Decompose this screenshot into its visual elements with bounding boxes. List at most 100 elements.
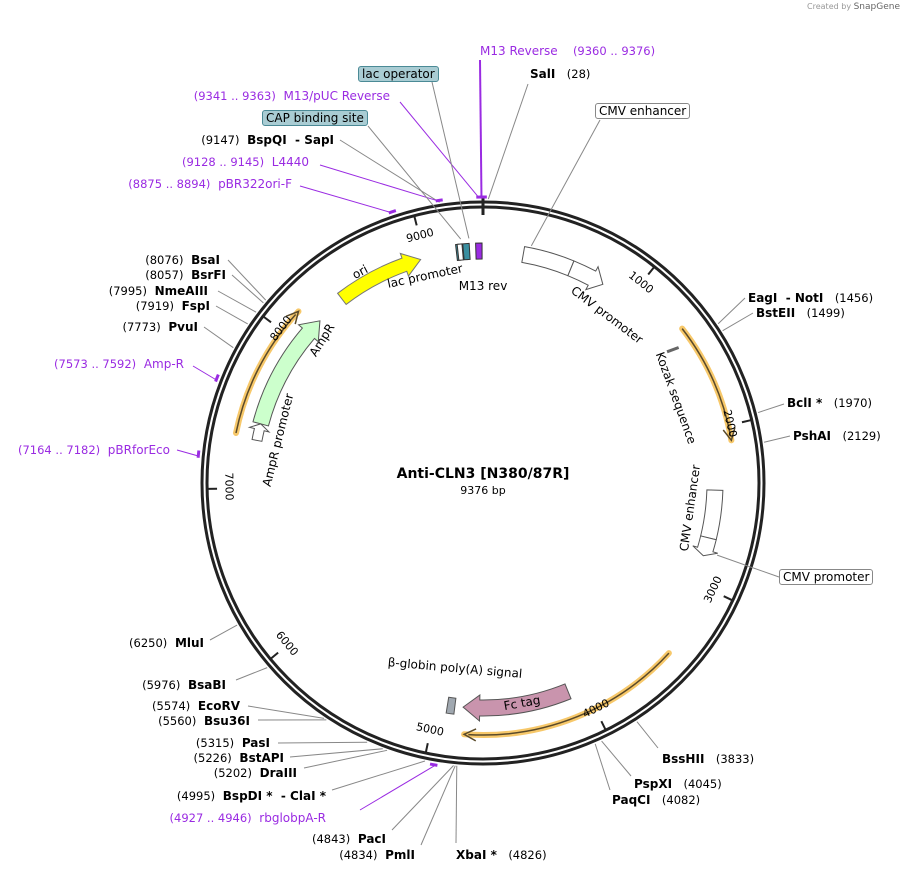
enzyme-site-label[interactable]: (4834) PmlI bbox=[339, 848, 415, 862]
enzyme-site-label[interactable]: (7919) FspI bbox=[136, 299, 210, 313]
enzyme-name: PspXI bbox=[634, 777, 673, 791]
enzyme-name: PvuI bbox=[168, 320, 198, 334]
primer-range: (4927 .. 4946) bbox=[169, 811, 252, 825]
enzyme-site-label[interactable]: (7773) PvuI bbox=[122, 320, 198, 334]
cmv-promoter-2-arrow bbox=[692, 535, 718, 557]
enzyme-name: MluI bbox=[174, 636, 204, 650]
enzyme-leader-line bbox=[455, 765, 458, 844]
enzyme-leader-line bbox=[594, 743, 611, 791]
primer-range: (8875 .. 8894) bbox=[128, 177, 211, 191]
enzyme-site-label[interactable]: (4843) PacI bbox=[312, 832, 386, 846]
enzyme-site-label[interactable]: BssHII (3833) bbox=[662, 752, 754, 766]
tick-mark bbox=[424, 742, 429, 753]
callout-leader-line bbox=[367, 125, 462, 240]
enzyme-leader-line bbox=[209, 624, 238, 641]
orf-line bbox=[235, 313, 297, 434]
enzyme-position: (4045) bbox=[683, 777, 722, 791]
enzyme-position: (5976) bbox=[142, 678, 181, 692]
primer-label[interactable]: (9128 .. 9145) L4440 bbox=[182, 155, 309, 169]
watermark-prefix: Created by bbox=[807, 2, 852, 11]
primer-label[interactable]: (9341 .. 9363) M13/pUC Reverse bbox=[194, 89, 390, 103]
enzyme-position: (7995) bbox=[108, 284, 147, 298]
primer-label[interactable]: M13 Reverse (9360 .. 9376) bbox=[480, 44, 655, 58]
feature-label[interactable]: M13 rev bbox=[458, 279, 508, 293]
primer-label[interactable]: (7164 .. 7182) pBRforEco bbox=[18, 443, 170, 457]
primer-label[interactable]: (7573 .. 7592) Amp-R bbox=[54, 357, 184, 371]
enzyme-name: PasI bbox=[241, 736, 270, 750]
enzyme-site-label[interactable]: (7995) NmeAIII bbox=[109, 284, 208, 298]
enzyme-name: PaqCI bbox=[612, 793, 651, 807]
enzyme-site-label[interactable]: PshAI (2129) bbox=[793, 429, 881, 443]
callout-leader-line bbox=[431, 81, 470, 239]
enzyme-site-label[interactable]: (5226) BstAPI bbox=[194, 751, 284, 765]
snapgene-watermark: Created by SnapGene bbox=[807, 2, 900, 12]
primer-name: L4440 bbox=[271, 155, 309, 169]
polya-signal-block bbox=[445, 696, 457, 715]
primer-binding-mark bbox=[196, 450, 201, 458]
enzyme-name: NmeAIII bbox=[154, 284, 208, 298]
enzyme-leader-line bbox=[331, 760, 426, 791]
enzyme-site-label[interactable]: XbaI * (4826) bbox=[456, 848, 547, 862]
enzyme-site-label[interactable]: (5574) EcoRV bbox=[152, 699, 240, 713]
primer-range: (7573 .. 7592) bbox=[54, 357, 137, 371]
enzyme-site-label[interactable]: (5202) DraIII bbox=[214, 766, 297, 780]
enzyme-name: Bsu36I bbox=[204, 714, 250, 728]
enzyme-leader-line bbox=[289, 748, 383, 758]
enzyme-position: (7773) bbox=[122, 320, 161, 334]
primer-range: (7164 .. 7182) bbox=[18, 443, 101, 457]
enzyme-site-label[interactable]: (5560) Bsu36I bbox=[158, 714, 250, 728]
enzyme-site-label[interactable]: PaqCI (4082) bbox=[612, 793, 700, 807]
feature-callout[interactable]: CMV promoter bbox=[779, 569, 874, 585]
enzyme-site-label[interactable]: SalI (28) bbox=[530, 67, 590, 81]
m13-rev-block bbox=[475, 242, 483, 260]
enzyme-site-label[interactable]: (5315) PasI bbox=[196, 736, 270, 750]
enzyme-site-label[interactable]: (9147) BspQI - SapI bbox=[201, 133, 334, 147]
enzyme-name: BsrFI bbox=[191, 268, 226, 282]
enzyme-position: (5574) bbox=[152, 699, 191, 713]
feature-callout[interactable]: CMV enhancer bbox=[595, 103, 691, 119]
enzyme-position: (8076) bbox=[145, 253, 184, 267]
primer-label[interactable]: (8875 .. 8894) pBR322ori-F bbox=[128, 177, 292, 191]
enzyme-position: (5560) bbox=[158, 714, 197, 728]
enzyme-leader-line bbox=[217, 290, 257, 313]
enzyme-name: XbaI * bbox=[456, 848, 497, 862]
tick-mark bbox=[270, 651, 279, 660]
watermark-brand: SnapGene bbox=[853, 2, 900, 12]
enzyme-leader-line bbox=[487, 83, 529, 200]
tick-mark bbox=[647, 266, 655, 276]
plasmid-name[interactable]: Anti-CLN3 [N380/87R] bbox=[396, 466, 570, 482]
enzyme-leader-line bbox=[247, 705, 325, 719]
enzyme-name: BstEII bbox=[756, 306, 796, 320]
enzyme-site-label[interactable]: (4995) BspDI * - ClaI * bbox=[177, 789, 326, 803]
enzyme-name: DraIII bbox=[259, 766, 297, 780]
enzyme-site-label[interactable]: (8057) BsrFI bbox=[145, 268, 226, 282]
ori-feature-arrow bbox=[336, 252, 422, 306]
enzyme-site-label[interactable]: (5976) BsaBI bbox=[142, 678, 226, 692]
enzyme-name: BclI * bbox=[787, 396, 823, 410]
enzyme-site-label[interactable]: BstEII (1499) bbox=[756, 306, 845, 320]
feature-callout[interactable]: lac operator bbox=[358, 66, 439, 82]
callout-leader-line bbox=[530, 119, 601, 247]
primer-binding-mark bbox=[429, 762, 438, 767]
enzyme-name: BspQI - SapI bbox=[247, 133, 334, 147]
enzyme-name: PacI bbox=[357, 832, 386, 846]
primer-name: Amp-R bbox=[143, 357, 184, 371]
enzyme-site-label[interactable]: BclI * (1970) bbox=[787, 396, 872, 410]
primer-label[interactable]: (4927 .. 4946) rbglobpA-R bbox=[170, 811, 326, 825]
enzyme-position: (5202) bbox=[213, 766, 252, 780]
tick-mark bbox=[723, 595, 733, 601]
feature-callout[interactable]: CAP binding site bbox=[262, 110, 368, 126]
enzyme-leader-line bbox=[636, 721, 659, 749]
tick-mark bbox=[263, 316, 272, 324]
enzyme-name: PmlI bbox=[385, 848, 415, 862]
enzyme-site-label[interactable]: PspXI (4045) bbox=[634, 777, 722, 791]
enzyme-site-label[interactable]: (6250) MluI bbox=[129, 636, 204, 650]
enzyme-position: (2129) bbox=[842, 429, 881, 443]
enzyme-position: (4995) bbox=[176, 789, 216, 803]
enzyme-site-label[interactable]: EagI - NotI (1456) bbox=[748, 291, 873, 305]
primer-name: M13/pUC Reverse bbox=[283, 89, 391, 103]
tick-label: 7000 bbox=[222, 472, 236, 502]
enzyme-site-label[interactable]: (8076) BsaI bbox=[145, 253, 220, 267]
primer-binding-mark bbox=[214, 374, 220, 383]
